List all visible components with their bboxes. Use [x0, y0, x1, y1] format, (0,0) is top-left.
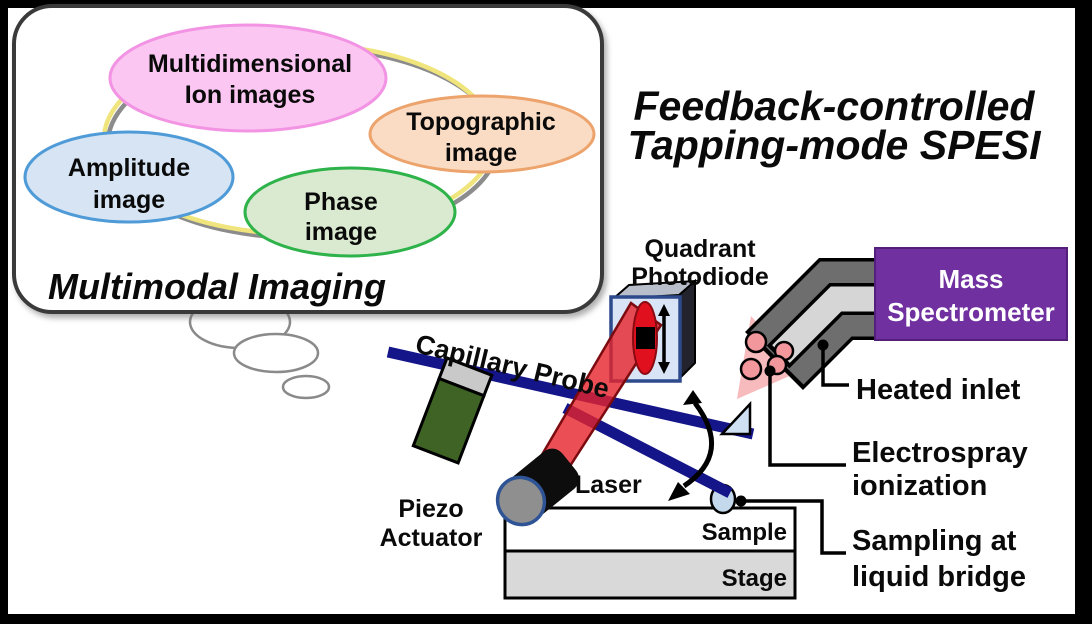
bubble-phase-line1: Phase: [304, 188, 378, 216]
spray-droplets: [739, 330, 795, 381]
heated-inlet-label: Heated inlet: [856, 374, 1021, 406]
callout-lines: [741, 345, 849, 555]
heated-inlet-callout-dot: [817, 339, 829, 351]
electrospray-callout-line: [768, 371, 846, 467]
bubble-topographic-line2: image: [445, 139, 517, 167]
laser-icon: [495, 448, 580, 527]
piezo-actuator-icon: [411, 356, 494, 465]
bubble-amplitude-line2: image: [93, 186, 165, 214]
bubble-topographic-line1: Topographic: [406, 108, 556, 136]
thought-trail-bubble-medium: [232, 332, 320, 374]
laser-aperture: [495, 475, 547, 527]
heading-line2: Tapping-mode SPESI: [627, 122, 1042, 168]
piezo-actuator-label-line1: Piezo: [398, 495, 463, 523]
bubble-amplitude-image: [23, 130, 235, 224]
mass-spectrometer-line1: Mass: [938, 264, 1003, 294]
bubble-multidimensional-line2: Ion images: [185, 81, 316, 109]
probe-tip-icon: [719, 400, 752, 436]
sample-block: [503, 506, 797, 553]
heated-inlet-callout-line: [821, 345, 849, 387]
bubble-multidimensional-line1: Multidimensional: [148, 50, 352, 78]
bubble-multidimensional-ion-images: [108, 23, 388, 133]
sampling-label-line2: liquid bridge: [852, 561, 1026, 593]
sampling-callout-dot: [735, 495, 747, 507]
tapping-motion-arrow-icon: [668, 390, 715, 501]
piezo-body: [411, 376, 486, 465]
laser-label: Laser: [575, 471, 642, 499]
sample-label: Sample: [702, 519, 787, 546]
bubble-phase-line2: image: [305, 218, 377, 246]
spray-droplet: [744, 330, 768, 354]
updown-arrow-icon: [658, 304, 670, 374]
quadrant-photodiode-label-line1: Quadrant: [644, 235, 756, 263]
bubble-amplitude-line1: Amplitude: [68, 154, 190, 182]
panel-caption: Multimodal Imaging: [48, 266, 386, 307]
electrospray-callout-dot: [764, 365, 776, 377]
electrospray-label-line2: ionization: [852, 470, 987, 502]
quadrant-marker-icon: [636, 327, 655, 349]
heading-line1: Feedback-controlled: [634, 83, 1036, 129]
thought-trail-bubble-small: [281, 374, 331, 400]
sampling-callout-line: [741, 499, 846, 555]
spray-droplet: [739, 357, 763, 381]
electrospray-label-line1: Electrospray: [852, 437, 1028, 469]
sampling-label-line1: Sampling at: [852, 525, 1017, 557]
piezo-actuator-label-line2: Actuator: [380, 524, 483, 552]
mass-spectrometer-box: [874, 247, 1068, 341]
quadrant-photodiode-label-line2: Photodiode: [631, 263, 769, 291]
stage-label: Stage: [722, 565, 787, 592]
bubble-phase-image: [243, 166, 457, 258]
bubble-topographic-image: [368, 94, 596, 174]
mass-spectrometer-line2: Spectrometer: [887, 297, 1055, 327]
